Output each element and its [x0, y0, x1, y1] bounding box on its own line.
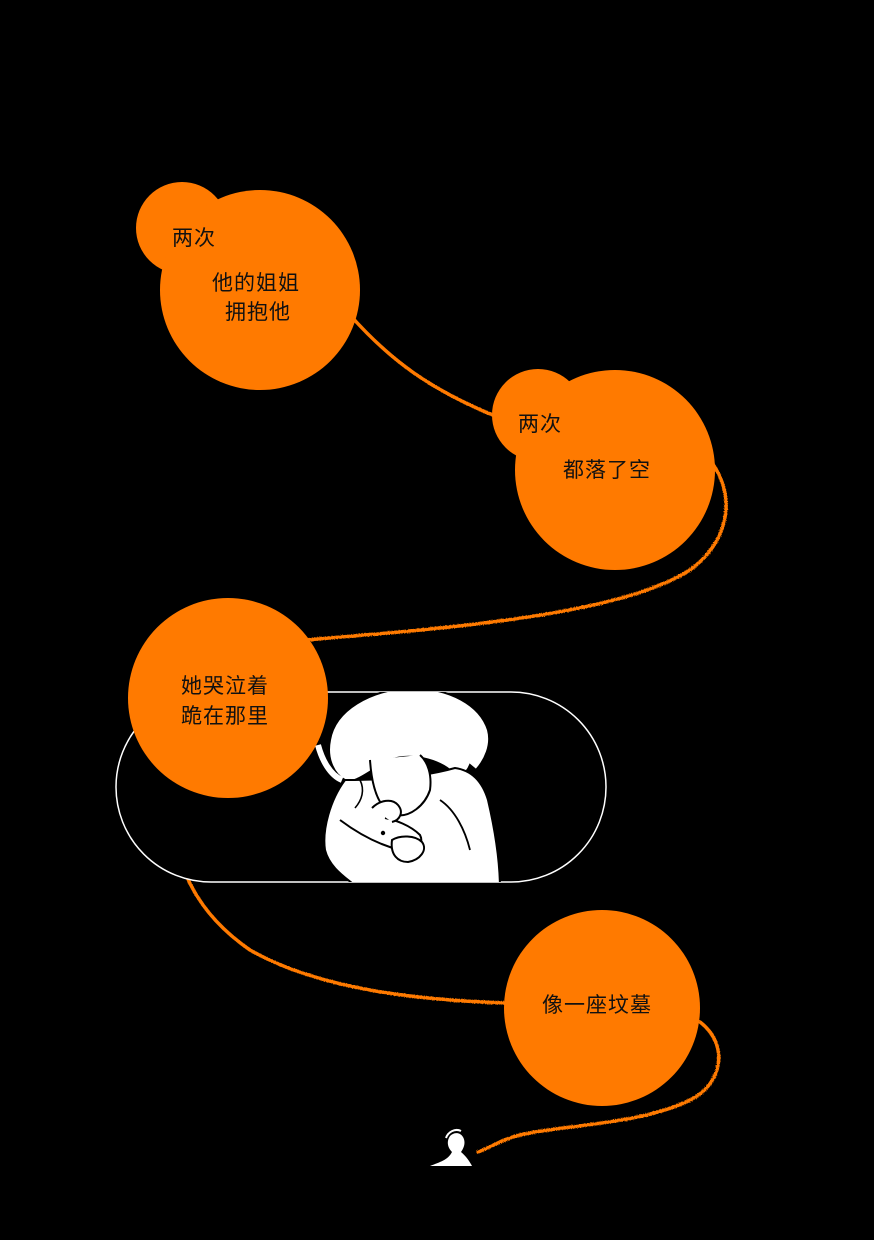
bubble-1-line-1: 他的姐姐 — [212, 271, 300, 295]
bubble-2-tag: 两次 — [518, 412, 562, 436]
crying-figure — [315, 692, 502, 882]
bubble-4-line-1: 像一座坟墓 — [542, 993, 652, 1017]
bubble-3 — [128, 598, 328, 798]
bubble-1-tag: 两次 — [172, 226, 216, 250]
thread-line — [170, 313, 728, 1154]
bubble-2 — [492, 369, 715, 570]
bubble-3-line-1: 她哭泣着 — [181, 674, 269, 698]
bubble-4 — [504, 910, 700, 1106]
bubble-1-line-2: 拥抱他 — [225, 300, 291, 324]
bubble-3-line-2: 跪在那里 — [181, 704, 269, 728]
bubble-1 — [136, 182, 360, 390]
kneeling-figure — [430, 1128, 472, 1166]
bubble-2-line-1: 都落了空 — [563, 458, 651, 482]
